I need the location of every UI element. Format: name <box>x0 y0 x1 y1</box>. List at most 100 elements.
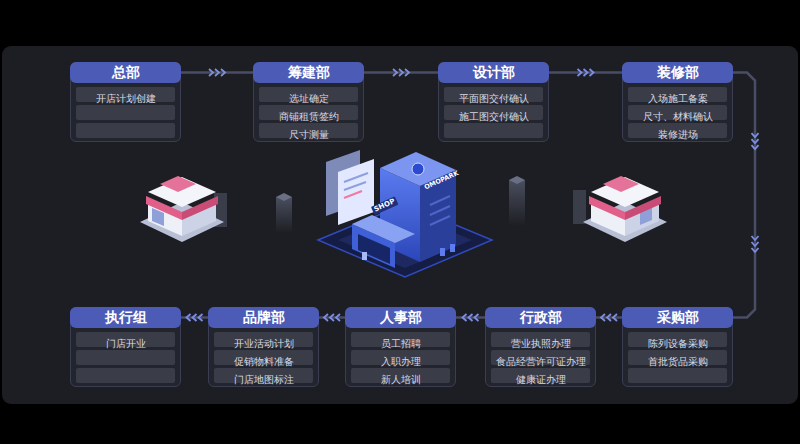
task-text: 陈列设备采购 <box>648 336 708 351</box>
task-bar: 健康证办理 <box>491 368 590 383</box>
task-bar: 新人培训 <box>351 368 450 383</box>
task-text: 施工图交付确认 <box>459 109 529 124</box>
task-text: 首批货品采购 <box>648 354 708 369</box>
flow-connector <box>319 314 345 321</box>
direction-chevron <box>578 69 582 76</box>
task-bar: 首批货品采购 <box>628 350 727 365</box>
department-title: 装修部 <box>622 62 733 83</box>
shop-icon <box>573 176 667 242</box>
task-text: 尺寸测量 <box>289 127 329 142</box>
department-card: 行政部营业执照办理食品经营许可证办理健康证办理 <box>485 307 596 387</box>
flow-connector <box>364 69 438 76</box>
direction-chevron <box>324 314 328 321</box>
task-text: 员工招聘 <box>381 336 421 351</box>
direction-chevron <box>475 314 479 321</box>
direction-chevron <box>336 314 340 321</box>
direction-chevron <box>752 145 759 149</box>
department-title: 品牌部 <box>208 307 319 328</box>
department-title: 总部 <box>70 62 181 83</box>
direction-chevron <box>187 314 191 321</box>
shop-icon <box>140 176 227 242</box>
task-text: 促销物料准备 <box>234 354 294 369</box>
task-text: 新人培训 <box>381 372 421 387</box>
task-bar: 开店计划创建 <box>76 87 175 102</box>
panel <box>2 46 798 404</box>
task-bar: 入场施工备案 <box>628 87 727 102</box>
store-building <box>318 150 492 277</box>
task-text: 门店开业 <box>106 336 146 351</box>
direction-chevron <box>752 242 759 246</box>
task-text: 营业执照办理 <box>511 336 571 351</box>
direction-chevron <box>752 133 759 137</box>
task-bar: 施工图交付确认 <box>444 105 543 120</box>
direction-chevron <box>469 314 473 321</box>
direction-chevron <box>601 314 605 321</box>
task-text: 开店计划创建 <box>96 91 156 106</box>
empty-bar <box>76 105 175 120</box>
task-bar: 门店地图标注 <box>214 368 313 383</box>
task-text: 装修进场 <box>658 127 698 142</box>
direction-chevron <box>752 236 759 240</box>
department-card: 人事部员工招聘入职办理新人培训 <box>345 307 456 387</box>
direction-chevron <box>215 69 219 76</box>
department-card: 执行组门店开业 <box>70 307 181 387</box>
department-title: 执行组 <box>70 307 181 328</box>
department-title: 采购部 <box>622 307 733 328</box>
flow-connector <box>733 73 759 318</box>
department-card: 筹建部选址确定商铺租赁签约尺寸测量 <box>253 62 364 142</box>
department-card: 设计部平面图交付确认施工图交付确认 <box>438 62 549 142</box>
direction-chevron <box>199 314 203 321</box>
task-bar: 入职办理 <box>351 350 450 365</box>
department-card: 装修部入场施工备案尺寸、材料确认装修进场 <box>622 62 733 142</box>
direction-chevron <box>463 314 467 321</box>
task-bar: 开业活动计划 <box>214 332 313 347</box>
direction-chevron <box>209 69 213 76</box>
empty-bar <box>76 368 175 383</box>
flow-connector <box>596 314 622 321</box>
direction-chevron <box>590 69 594 76</box>
empty-bar <box>76 123 175 138</box>
task-text: 选址确定 <box>289 91 329 106</box>
department-title: 行政部 <box>485 307 596 328</box>
direction-chevron <box>613 314 617 321</box>
task-text: 食品经营许可证办理 <box>496 354 586 369</box>
task-text: 健康证办理 <box>516 372 566 387</box>
direction-chevron <box>405 69 409 76</box>
direction-chevron <box>330 314 334 321</box>
direction-chevron <box>193 314 197 321</box>
department-title: 筹建部 <box>253 62 364 83</box>
task-bar: 尺寸、材料确认 <box>628 105 727 120</box>
direction-chevron <box>607 314 611 321</box>
flow-connector <box>549 69 622 76</box>
illustration-label: OMOPARK <box>423 169 460 191</box>
task-bar: 选址确定 <box>259 87 358 102</box>
flow-connector <box>456 314 485 321</box>
direction-chevron <box>393 69 397 76</box>
task-text: 入场施工备案 <box>648 91 708 106</box>
task-bar: 尺寸测量 <box>259 123 358 138</box>
flow-connector <box>181 69 253 76</box>
task-bar: 门店开业 <box>76 332 175 347</box>
flow-connector <box>181 314 208 321</box>
task-bar: 员工招聘 <box>351 332 450 347</box>
direction-chevron <box>399 69 403 76</box>
empty-bar <box>628 368 727 383</box>
department-card: 总部开店计划创建 <box>70 62 181 142</box>
direction-chevron <box>752 248 759 252</box>
task-bar: 平面图交付确认 <box>444 87 543 102</box>
department-card: 品牌部开业活动计划促销物料准备门店地图标注 <box>208 307 319 387</box>
task-bar: 陈列设备采购 <box>628 332 727 347</box>
task-bar: 商铺租赁签约 <box>259 105 358 120</box>
task-text: 商铺租赁签约 <box>279 109 339 124</box>
illustration-label: SHOP <box>371 196 398 215</box>
connector-line <box>733 73 755 318</box>
task-text: 入职办理 <box>381 354 421 369</box>
empty-bar <box>76 350 175 365</box>
department-card: 采购部陈列设备采购首批货品采购 <box>622 307 733 387</box>
task-text: 平面图交付确认 <box>459 91 529 106</box>
task-text: 门店地图标注 <box>234 372 294 387</box>
task-bar: 装修进场 <box>628 123 727 138</box>
task-text: 开业活动计划 <box>234 336 294 351</box>
task-bar: 促销物料准备 <box>214 350 313 365</box>
